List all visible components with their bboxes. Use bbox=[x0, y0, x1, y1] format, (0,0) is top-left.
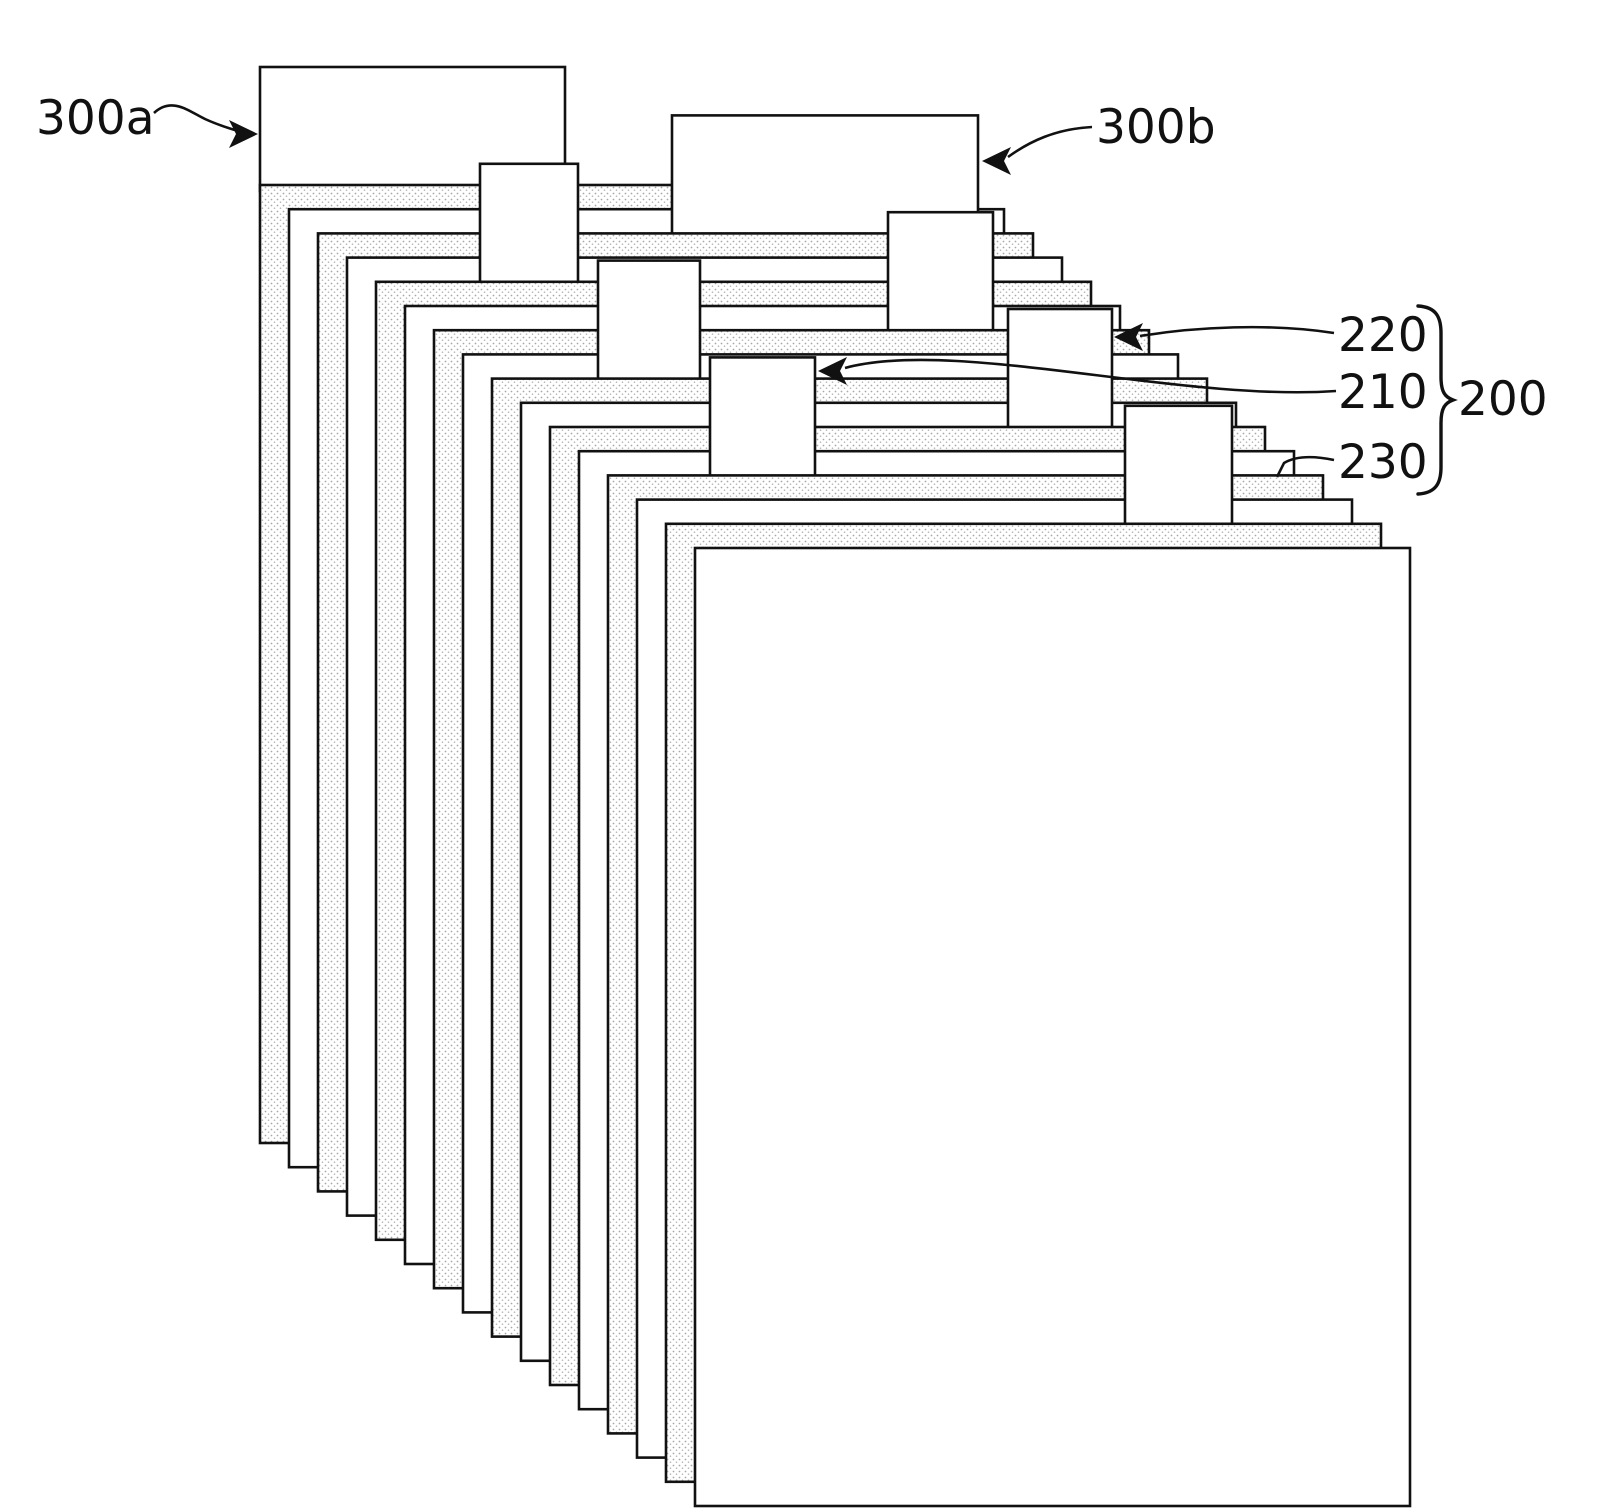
leader-210 bbox=[844, 358, 1337, 394]
leader-220 bbox=[1139, 325, 1335, 338]
leader-300a bbox=[153, 104, 239, 133]
electrode-tab-left bbox=[708, 356, 817, 483]
label-300a: 300a bbox=[36, 91, 155, 146]
electrode-tab-right bbox=[1123, 404, 1234, 532]
arrowhead-210 bbox=[818, 357, 847, 385]
label-230: 230 bbox=[1338, 435, 1428, 490]
electrode-tab-left bbox=[478, 162, 580, 290]
leader-230 bbox=[1275, 455, 1335, 478]
separator-sheet bbox=[693, 546, 1412, 1508]
label-200: 200 bbox=[1458, 372, 1548, 427]
stack-layer-15-separator bbox=[693, 546, 1412, 1508]
layer-stack bbox=[258, 65, 1412, 1508]
electrode-tab-right bbox=[886, 210, 995, 338]
arrowhead-300b bbox=[982, 147, 1011, 175]
label-300b: 300b bbox=[1096, 100, 1216, 155]
electrode-tab-left bbox=[596, 259, 702, 386]
label-210: 210 bbox=[1338, 365, 1428, 420]
leader-300b bbox=[1007, 125, 1093, 159]
annotations: 300a 300b 220 210 230 200 bbox=[36, 91, 1548, 496]
arrowhead-220 bbox=[1114, 323, 1143, 351]
label-220: 220 bbox=[1338, 308, 1428, 363]
arrowhead-300a bbox=[229, 120, 258, 148]
group-brace bbox=[1416, 304, 1458, 496]
